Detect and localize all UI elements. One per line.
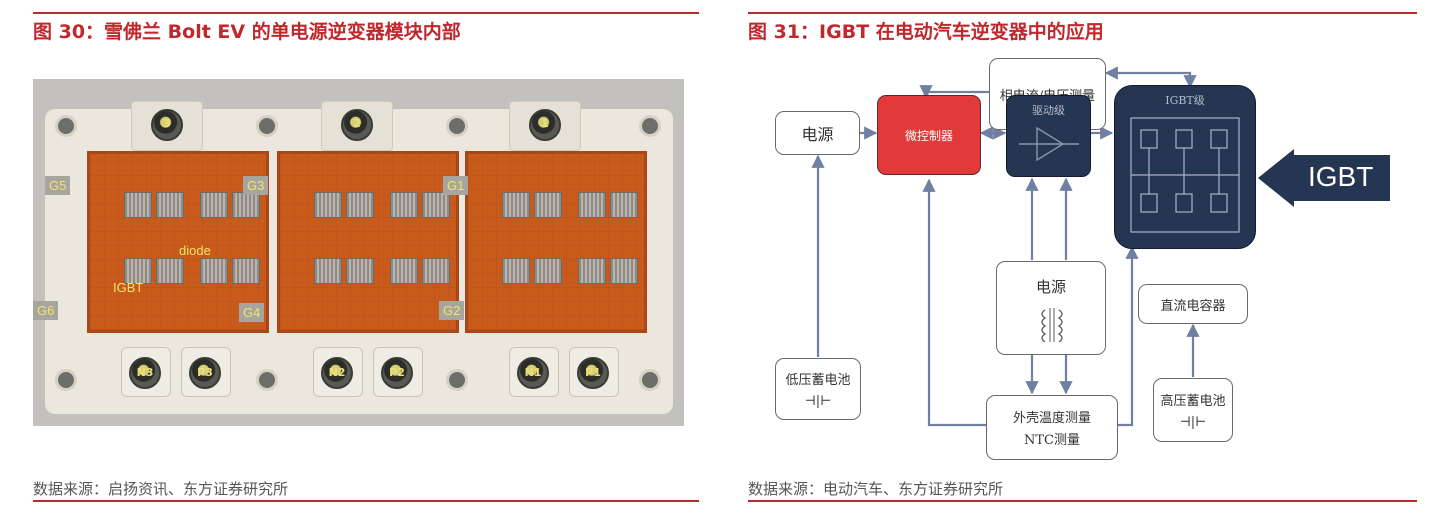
gate-tag: G1	[443, 176, 469, 195]
battery-icon: ⊣|⊢	[1179, 415, 1207, 430]
chip	[390, 192, 418, 218]
terminal-bolt	[381, 357, 413, 389]
pcb-phase-2	[277, 151, 459, 333]
chip	[232, 192, 260, 218]
chip	[156, 258, 184, 284]
gate-tag: G5	[45, 176, 71, 195]
chip	[534, 258, 562, 284]
dc-capacitor-box: 直流电容器	[1138, 284, 1248, 324]
figure-31: 图 31：IGBT 在电动汽车逆变器中的应用	[748, 0, 1417, 523]
low-voltage-battery-label: 低压蓄电池	[785, 373, 851, 388]
inverter-module-photo: 3 2 1	[33, 79, 684, 426]
chip	[156, 192, 184, 218]
figure-source: 数据来源：启扬资讯、东方证券研究所	[33, 480, 289, 498]
inverter-block-diagram: 相电流/电压测量 电源 微控制器 驱动级 IGBT级	[748, 55, 1417, 475]
igbt-bridge-icon	[1130, 117, 1240, 233]
mounting-hole	[639, 115, 661, 137]
mounting-hole	[256, 369, 278, 391]
chip	[578, 192, 606, 218]
terminal-label: P1	[585, 366, 601, 379]
main-power-box: 电源	[775, 111, 860, 155]
pcb-phase-3	[87, 151, 269, 333]
bolt-label: 1	[541, 117, 549, 130]
top-rule	[748, 12, 1417, 14]
temperature-measure-line2: NTC测量	[1024, 433, 1080, 448]
terminal-label: N3	[136, 366, 154, 379]
gate-tag: G3	[243, 176, 269, 195]
bolt	[341, 109, 373, 141]
gate-tag: G2	[439, 301, 465, 320]
terminal-label: N2	[328, 366, 346, 379]
bottom-rule	[33, 500, 699, 502]
chip	[124, 258, 152, 284]
terminal-label: P2	[389, 366, 405, 379]
high-voltage-battery-box: 高压蓄电池 ⊣|⊢	[1153, 378, 1233, 442]
gate-tag: G6	[33, 301, 59, 320]
bolt-label: 2	[353, 117, 361, 130]
mounting-hole	[446, 369, 468, 391]
chip	[232, 258, 260, 284]
isolated-power-label: 电源	[1035, 278, 1066, 296]
chip	[534, 192, 562, 218]
driver-stage-label: 驱动级	[1032, 104, 1065, 117]
chip	[610, 258, 638, 284]
chip	[610, 192, 638, 218]
terminal-bolt	[129, 357, 161, 389]
bolt	[529, 109, 561, 141]
top-rule	[33, 12, 699, 14]
temperature-measure-line1: 外壳温度测量	[1012, 411, 1091, 426]
igbt-stage-box: IGBT级	[1114, 85, 1256, 249]
igbt-arrow-label: IGBT	[1308, 161, 1374, 192]
diode-label: diode	[179, 243, 211, 258]
isolated-power-box: 电源	[996, 261, 1106, 355]
chip	[314, 258, 342, 284]
microcontroller-box: 微控制器	[877, 95, 981, 175]
high-voltage-battery-label: 高压蓄电池	[1160, 394, 1226, 409]
chip	[314, 192, 342, 218]
pcb-phase-1	[465, 151, 647, 333]
driver-stage-box: 驱动级	[1006, 95, 1091, 177]
low-voltage-battery-box: 低压蓄电池 ⊣|⊢	[775, 358, 861, 420]
terminal-bolt	[577, 357, 609, 389]
terminal-label: P3	[197, 366, 213, 379]
igbt-arrow-icon	[1258, 149, 1390, 207]
igbt-label: IGBT	[113, 280, 144, 295]
igbt-stage-label: IGBT级	[1165, 94, 1205, 107]
chip	[390, 258, 418, 284]
battery-icon: ⊣|⊢	[804, 394, 832, 409]
temperature-measure-box: 外壳温度测量 NTC测量	[986, 395, 1118, 460]
chip	[502, 192, 530, 218]
chip	[346, 258, 374, 284]
amplifier-icon	[1019, 126, 1079, 162]
mounting-hole	[446, 115, 468, 137]
figure-source: 数据来源：电动汽车、东方证券研究所	[748, 480, 1004, 498]
figure-30: 图 30：雪佛兰 Bolt EV 的单电源逆变器模块内部 3 2 1	[33, 0, 699, 523]
chip	[124, 192, 152, 218]
bolt	[151, 109, 183, 141]
terminal-label: N1	[524, 366, 542, 379]
terminal-bolt	[517, 357, 549, 389]
gate-tag: G4	[239, 303, 265, 322]
chip	[200, 258, 228, 284]
chip	[502, 258, 530, 284]
terminal-bolt	[321, 357, 353, 389]
chip	[346, 192, 374, 218]
mounting-hole	[55, 115, 77, 137]
figure-title: 图 30：雪佛兰 Bolt EV 的单电源逆变器模块内部	[33, 21, 461, 43]
mounting-hole	[256, 115, 278, 137]
connector-lines	[811, 66, 1200, 427]
bolt-label: 3	[163, 117, 171, 130]
chip	[422, 258, 450, 284]
figure-title: 图 31：IGBT 在电动汽车逆变器中的应用	[748, 21, 1104, 43]
chip	[200, 192, 228, 218]
bottom-rule	[748, 500, 1417, 502]
mounting-hole	[55, 369, 77, 391]
terminal-bolt	[189, 357, 221, 389]
chip	[578, 258, 606, 284]
chip	[422, 192, 450, 218]
transformer-icon	[1041, 308, 1063, 342]
mounting-hole	[639, 369, 661, 391]
